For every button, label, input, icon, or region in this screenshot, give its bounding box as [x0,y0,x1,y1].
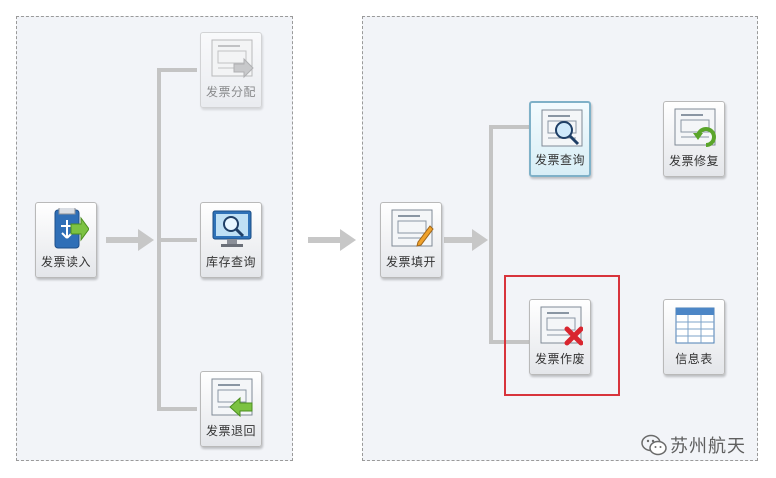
connector-line [489,340,529,344]
invoice-magnifier-icon [541,109,583,147]
invoice-query-button[interactable]: 发票查询 [529,101,591,177]
wechat-logo-icon [641,434,667,456]
tile-label: 发票作废 [534,352,585,366]
invoice-void-button[interactable]: 发票作废 [529,299,591,375]
tile-label: 库存查询 [205,255,256,269]
invoice-fill-button[interactable]: 发票填开 [380,202,442,278]
stock-query-button[interactable]: 库存查询 [200,202,262,278]
invoice-repair-button[interactable]: 发票修复 [663,101,725,177]
connector-line [157,68,197,72]
invoice-return-button[interactable]: 发票退回 [200,371,262,447]
invoice-read-button[interactable]: 发票读入 [35,202,97,278]
invoice-pen-icon [391,209,434,247]
invoice-cancel-icon [540,306,583,346]
flow-arrow-icon [308,229,356,251]
table-grid-icon [675,307,715,344]
tile-label: 发票填开 [385,255,436,269]
connector-line [489,125,529,129]
tile-label: 发票分配 [205,85,256,99]
tile-label: 发票读入 [40,255,91,269]
watermark: 苏州航天 [640,430,760,460]
invoice-return-icon [211,378,253,418]
info-table-button[interactable]: 信息表 [663,299,725,375]
usb-import-icon [54,208,89,249]
connector-line [157,407,197,411]
tile-label: 发票查询 [534,153,585,167]
tile-label: 信息表 [675,352,713,366]
invoice-forward-icon [211,39,254,79]
connector-line [489,125,493,344]
highlight-box [504,275,620,396]
invoice-repair-icon [674,108,716,147]
monitor-magnifier-icon [212,210,252,247]
tile-label: 发票修复 [668,154,719,168]
tile-label: 发票退回 [205,424,256,438]
connector-line [157,238,197,242]
invoice-distribute-button[interactable]: 发票分配 [200,32,262,108]
flow-arrow-icon [106,229,154,251]
flow-arrow-icon [444,229,488,251]
watermark-text: 苏州航天 [670,436,746,457]
